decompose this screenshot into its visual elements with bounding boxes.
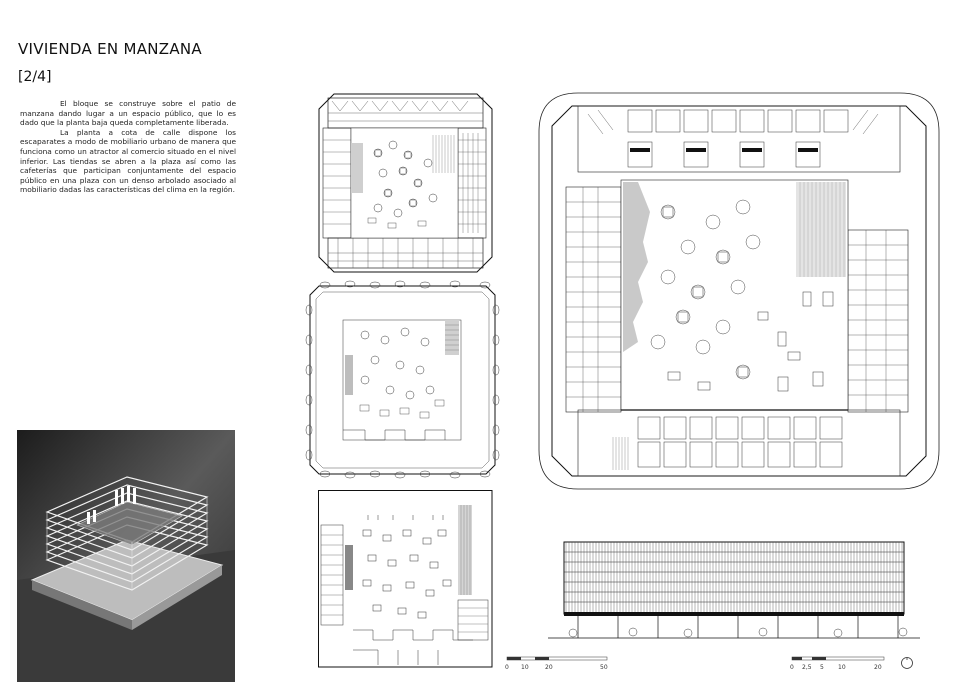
scale-tick: 20 [874, 664, 882, 671]
plan-basement [318, 490, 493, 668]
plan-large-detail [538, 92, 940, 490]
plan-upper-floor [318, 93, 493, 273]
scale-tick: 10 [521, 664, 529, 671]
scale-tick: 0 [505, 664, 509, 671]
scale-tick: 0 [790, 664, 794, 671]
elevation-scale-bar: 0 2,5 5 10 20 [790, 655, 890, 675]
paragraph: La planta a cota de calle dispone los es… [20, 127, 236, 195]
plan-scale-bar: 0 10 20 50 [505, 655, 615, 675]
scale-tick: 2,5 [802, 664, 812, 671]
scale-tick: 10 [838, 664, 846, 671]
scale-tick: 20 [545, 664, 553, 671]
model-photo [17, 430, 235, 682]
scale-tick: 5 [820, 664, 824, 671]
page-subtitle: [2/4] [18, 69, 52, 85]
page-title: VIVIENDA EN MANZANA [18, 40, 202, 58]
plan-ground-floor [305, 280, 500, 480]
paragraph: El bloque se construye sobre el patio de… [20, 99, 236, 128]
description-text: El bloque se construye sobre el patio de… [20, 99, 236, 195]
north-arrow-icon [900, 655, 914, 669]
elevation-drawing [548, 538, 920, 648]
scale-tick: 50 [600, 664, 608, 671]
